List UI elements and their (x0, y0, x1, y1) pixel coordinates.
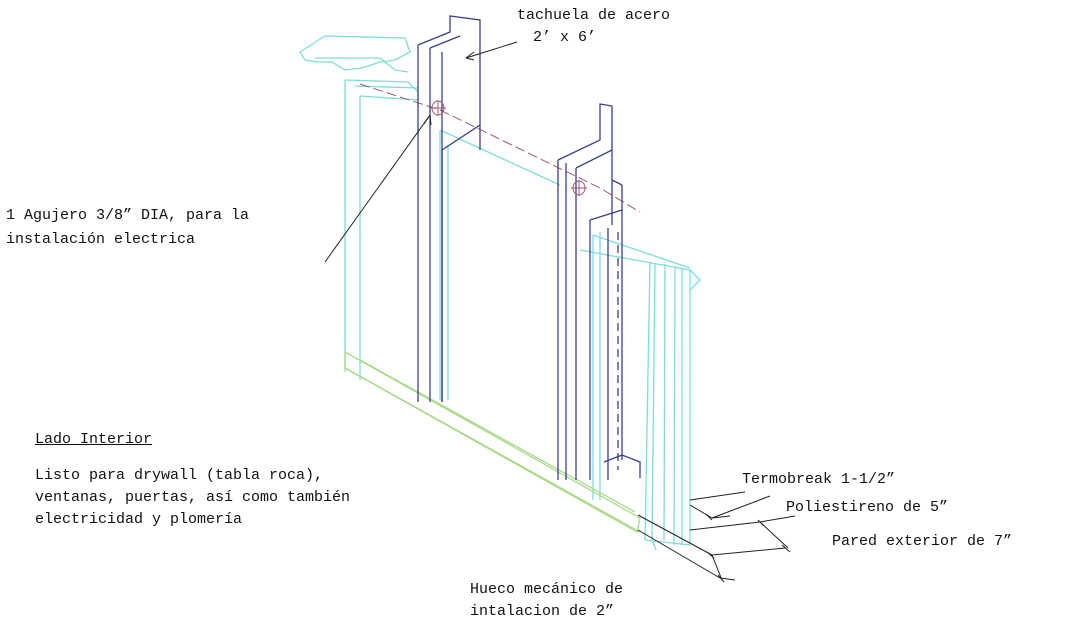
stud-hole-1 (430, 100, 446, 116)
hole-label-line2: instalación electrica (6, 231, 196, 248)
interior-line3: electricidad y plomería (35, 511, 243, 528)
pared-label: Pared exterior de 7” (832, 533, 1013, 550)
dimension-lines (637, 491, 796, 583)
stud-hole-2 (571, 180, 587, 196)
interior-line1: Listo para drywall (tabla roca), (35, 467, 324, 484)
interior-line2: ventanas, puertas, así como también (35, 489, 351, 506)
interior-title: Lado Interior (35, 431, 153, 448)
bottom-track (344, 351, 641, 533)
hueco-line1: Hueco mecánico de (470, 581, 624, 598)
hole-label-line1: 1 Agujero 3/8” DIA, para la (6, 207, 250, 224)
stud-label-line1: tachuela de acero (517, 7, 671, 24)
leader-lines (324, 41, 518, 263)
hueco-line2: intalacion de 2” (470, 603, 615, 620)
foam-panel (299, 35, 701, 551)
poliestireno-label: Poliestireno de 5” (786, 499, 949, 516)
conduit-line (359, 83, 641, 213)
steel-studs (417, 15, 641, 480)
termobreak-label: Termobreak 1-1/2” (742, 471, 896, 488)
stud-label-line2: 2’ x 6’ (533, 29, 597, 46)
